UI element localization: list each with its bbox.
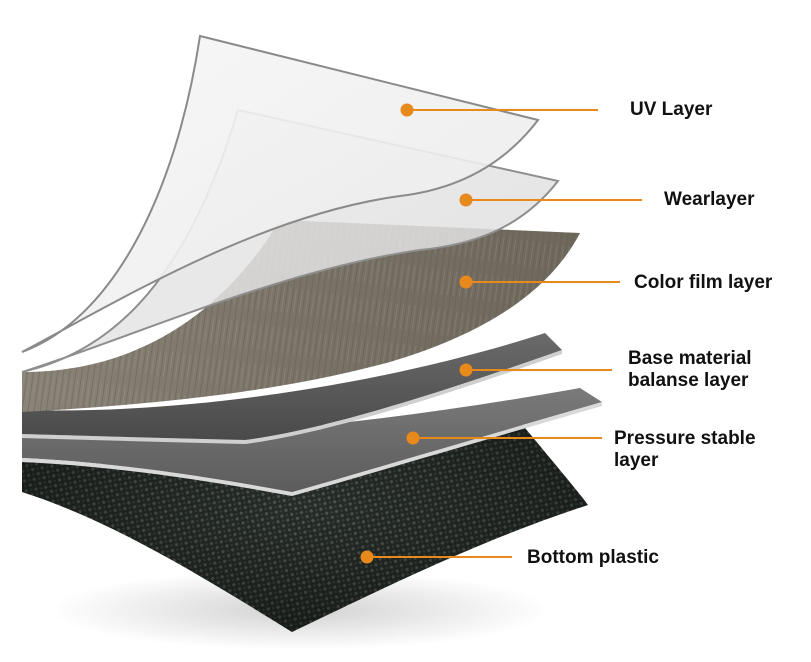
callout-wear — [459, 193, 642, 207]
label-bottom-text: Bottom plastic — [527, 547, 659, 568]
label-base-line1: Base material — [628, 348, 752, 369]
callout-uv — [400, 103, 598, 117]
label-uv-text: UV Layer — [630, 99, 713, 120]
callout-dot — [406, 431, 420, 445]
label-wear-layer: Wearlayer — [664, 189, 755, 211]
label-pressure-stable-layer: Pressure stable layer — [614, 428, 756, 472]
color-film-layer — [22, 220, 580, 412]
label-pressure-line2: layer — [614, 450, 659, 471]
label-wear-text: Wearlayer — [664, 189, 755, 210]
callout-base — [459, 363, 612, 377]
callout-dot — [400, 103, 414, 117]
label-pressure-line1: Pressure stable — [614, 428, 756, 449]
callout-bottom — [360, 550, 512, 564]
callout-color-film — [459, 275, 620, 289]
label-color-film-layer: Color film layer — [634, 272, 772, 294]
label-base-material-layer: Base material balanse layer — [628, 348, 752, 392]
base-material-layer — [22, 333, 562, 444]
label-color-film-text: Color film layer — [634, 272, 773, 293]
pressure-stable-layer — [22, 388, 602, 496]
callout-dot — [459, 363, 473, 377]
label-base-line2: balanse layer — [628, 370, 749, 391]
callout-pressure — [406, 431, 602, 445]
callout-dot — [459, 275, 473, 289]
callout-dot — [459, 193, 473, 207]
label-bottom-plastic: Bottom plastic — [527, 547, 659, 569]
callout-dot — [360, 550, 374, 564]
label-uv-layer: UV Layer — [630, 99, 712, 121]
